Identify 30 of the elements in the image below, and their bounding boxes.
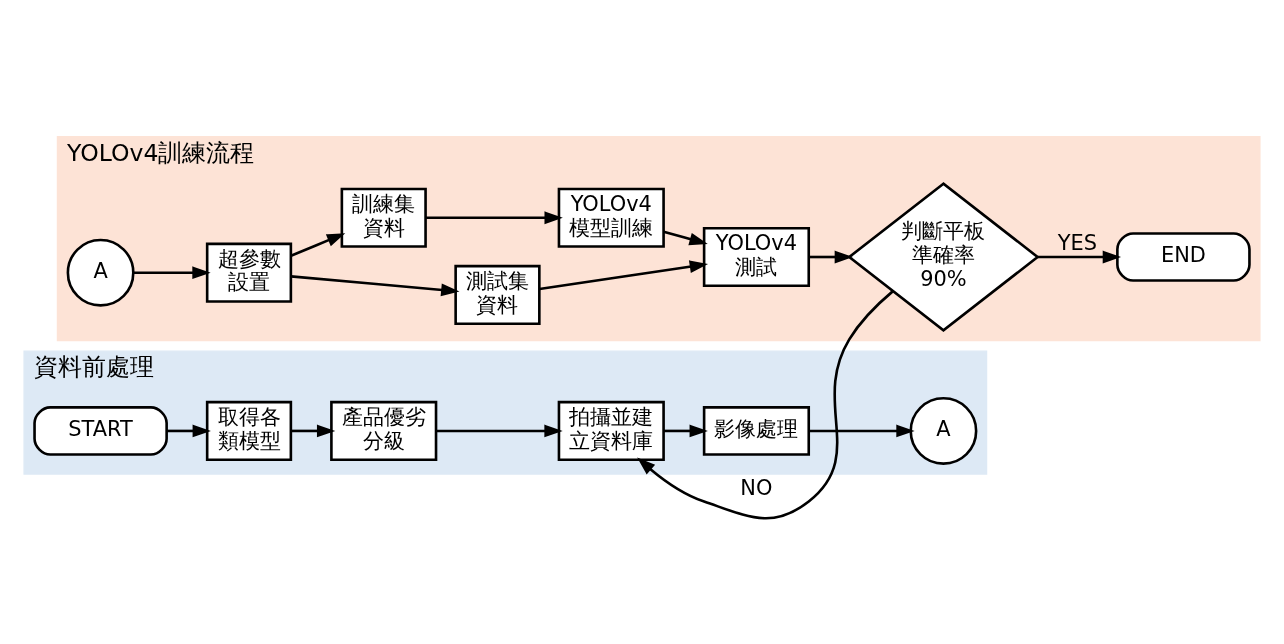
node-circle: A (66, 238, 135, 307)
arrow (291, 424, 336, 437)
node-box: END (1116, 231, 1251, 282)
edge-label: NO (740, 475, 773, 500)
arrow (436, 424, 563, 437)
node-box: 訓練集資料 (340, 187, 427, 248)
node-box: 影像處理 (702, 405, 811, 456)
node-circle: A (909, 396, 978, 465)
node-box: YOLOv4測試 (702, 226, 811, 287)
arrow (425, 210, 563, 224)
node-box: 超參數設置 (205, 242, 293, 303)
node-box: START (33, 405, 168, 456)
arrow (166, 424, 211, 437)
arrow (290, 232, 346, 257)
node-box: 取得各類模型 (205, 400, 293, 461)
edge-label: YES (1057, 230, 1098, 255)
node-box: 產品優劣分級 (330, 400, 438, 461)
arrow (637, 289, 894, 519)
node-diamond: 判斷平板準確率90% (847, 181, 1040, 332)
node-box: 測試集資料 (454, 264, 541, 325)
arrow (809, 424, 915, 437)
arrow (663, 230, 708, 245)
arrow (1037, 250, 1122, 263)
arrow (539, 259, 709, 290)
node-box: YOLOv4模型訓練 (557, 187, 665, 248)
arrow (809, 250, 853, 263)
node-box: 拍攝並建立資料庫 (557, 400, 665, 461)
arrow (663, 424, 708, 437)
arrow (290, 274, 460, 296)
arrow (133, 265, 211, 279)
